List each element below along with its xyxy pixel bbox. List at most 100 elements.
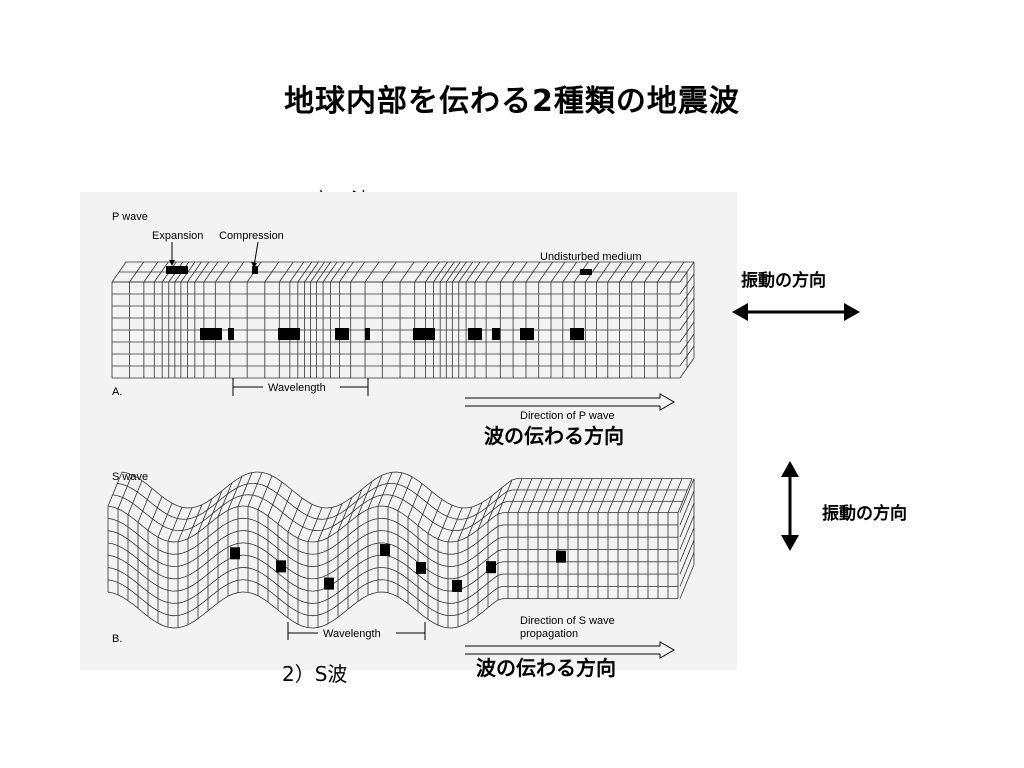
s-grid-line: [297, 508, 303, 514]
s-grid-line: [267, 564, 274, 570]
s-grid-line: [207, 606, 214, 612]
s-grid-line: [197, 540, 204, 546]
s-grid-line: [112, 592, 119, 596]
s-grid-line: [327, 558, 334, 563]
s-grid-line: [452, 577, 459, 580]
s-grid-line: [247, 530, 254, 533]
s-grid-line: [117, 557, 124, 561]
s-grid-line: [187, 597, 194, 601]
s-grid-line: [142, 575, 149, 580]
s-grid-line: [482, 521, 489, 526]
s-grid-line: [497, 479, 513, 515]
s-grid-line: [127, 480, 143, 515]
s-grid-line: [112, 518, 119, 522]
s-grid-line: [367, 556, 374, 559]
s-grid-line: [337, 497, 353, 532]
s-grid-line: [447, 529, 453, 531]
p-grid-line: [465, 261, 481, 283]
s-grid-line: [192, 569, 199, 574]
s-grid-line: [297, 562, 304, 566]
s-grid-line: [222, 501, 228, 506]
s-grid-line: [147, 603, 154, 609]
s-grid-line: [462, 622, 469, 626]
s-grid-line: [392, 581, 399, 585]
s-grid-line: [262, 573, 269, 578]
s-grid-line: [407, 566, 414, 572]
s-grid-line: [297, 504, 313, 539]
s-grid-line: [492, 550, 499, 555]
s-grid-line: [487, 603, 494, 608]
s-grid-line: [127, 563, 134, 568]
s-direction-label-1: Direction of S wave: [520, 615, 615, 627]
s-grid-line: [257, 595, 264, 599]
s-grid-line: [282, 613, 289, 619]
s-grid-line: [302, 613, 309, 616]
s-grid-line: [407, 554, 414, 559]
s-grid-line: [452, 552, 459, 555]
s-grid-line: [237, 579, 244, 581]
s-grid-line: [407, 590, 414, 596]
s-grid-line: [112, 568, 119, 571]
s-grid-line: [402, 587, 409, 592]
s-grid-line: [362, 533, 369, 537]
s-grid-line: [312, 627, 319, 629]
s-grid-line: [327, 516, 333, 520]
s-grid-line: [347, 511, 353, 517]
s-grid-line: [342, 515, 348, 521]
p-grid-line: [451, 261, 467, 283]
s-grid-line: [182, 599, 189, 603]
s-grid-line: [162, 576, 169, 579]
s-grid-line: [382, 505, 389, 508]
s-grid-line: [182, 575, 189, 578]
s-grid-line: [647, 478, 663, 513]
s-grid-line: [142, 510, 148, 516]
s-grid-line: [352, 507, 358, 513]
s-grid-line: [207, 569, 214, 575]
s-grid-line: [332, 530, 339, 536]
s-grid-line: [497, 549, 504, 552]
s-grid-line: [132, 579, 139, 585]
s-grid-line: [476, 502, 483, 506]
s-grid-line: [157, 598, 164, 602]
s-grid-line: [482, 513, 488, 519]
s-grid-line: [607, 478, 623, 513]
s-grid-line: [197, 589, 204, 595]
s-grid-line: [202, 509, 208, 514]
s-grid-line: [397, 510, 404, 515]
s-grid-line: [297, 599, 304, 603]
s-grid-line: [482, 533, 489, 539]
p-grid-line: [304, 261, 319, 283]
s-grid-line: [372, 486, 378, 490]
s-grid-line: [252, 581, 259, 584]
s-grid-line: [272, 581, 279, 586]
s-grid-line: [172, 529, 178, 532]
s-grid-line: [167, 577, 174, 580]
s-grid-line: [357, 536, 364, 541]
s-grid-line: [122, 560, 129, 565]
s-grid-line: [231, 478, 238, 484]
s-grid-line: [237, 567, 244, 569]
s-grid-line: [457, 624, 464, 628]
s-grid-line: [402, 562, 409, 568]
s-grid-line: [397, 584, 404, 589]
s-grid-line: [407, 578, 414, 584]
s-grid-line: [446, 502, 453, 506]
s-grid-line: [357, 597, 364, 602]
p-grid-line: [445, 261, 461, 283]
s-grid-line: [247, 591, 254, 595]
s-grid-line: [382, 567, 389, 569]
p-marker-block: [580, 269, 592, 275]
p-grid-line: [656, 261, 672, 283]
s-grid-line: [422, 498, 428, 504]
s-grid-line: [257, 570, 264, 575]
s-grid-line: [392, 594, 399, 598]
s-grid-line: [367, 519, 374, 522]
s-grid-line: [252, 544, 259, 548]
s-grid-line: [222, 509, 229, 514]
s-grid-line: [182, 550, 189, 554]
s-grid-line: [287, 605, 294, 610]
s-grid-line: [157, 503, 173, 538]
s-grid-line: [202, 598, 209, 603]
s-grid-line: [192, 556, 199, 561]
s-grid-line: [442, 626, 449, 629]
